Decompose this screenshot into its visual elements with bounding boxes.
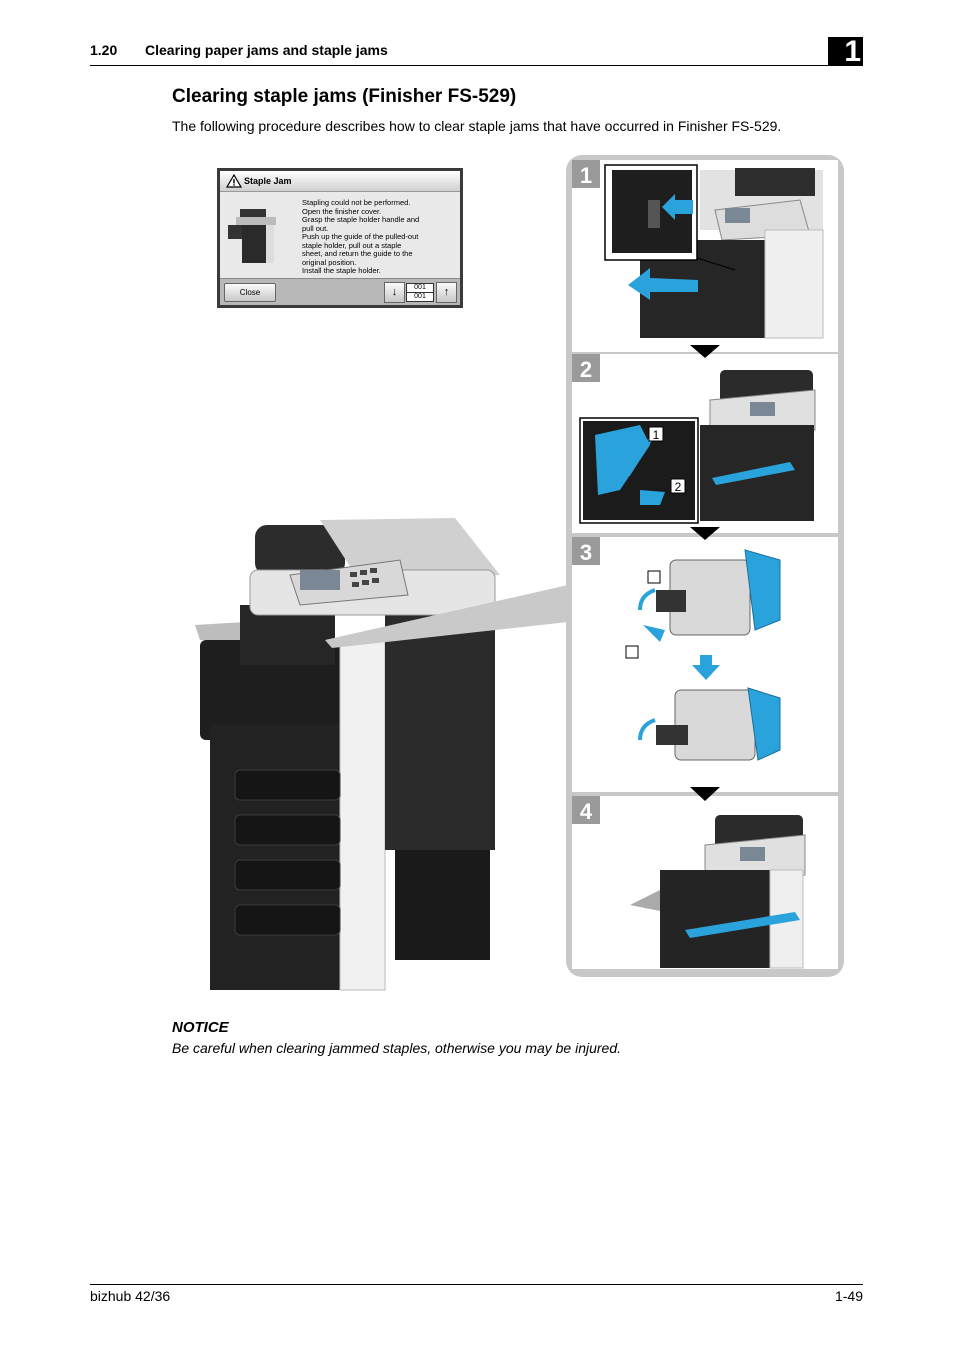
step-1-number: 1: [580, 163, 592, 188]
step-badges: 1 2 3 4: [572, 160, 600, 824]
step-arrows: [690, 345, 720, 801]
notice-text: Be careful when clearing jammed staples,…: [172, 1040, 622, 1056]
message-line: Stapling could not be performed.: [302, 198, 411, 207]
down-arrow-icon[interactable]: ↓: [384, 282, 405, 303]
printer-thumbnail-icon: [226, 203, 286, 270]
intro-paragraph: The following procedure describes how to…: [172, 118, 782, 134]
screen-title-bar: Staple Jam: [220, 171, 460, 192]
up-arrow-icon[interactable]: ↑: [436, 282, 457, 303]
message-line: sheet, and return the guide to the: [302, 249, 413, 258]
page-counter: 001 001: [406, 283, 434, 302]
page-title: Clearing staple jams (Finisher FS-529): [172, 86, 517, 107]
zoom-callout: [325, 585, 568, 648]
step-3-illustration: [625, 549, 781, 761]
screen-message: Stapling could not be performed. Open th…: [302, 198, 460, 276]
step-4-number: 4: [580, 799, 593, 824]
header-rule: [90, 65, 863, 66]
step-4-illustration: [630, 815, 806, 969]
counter-current: 001: [414, 284, 426, 291]
footer-rule: [90, 1284, 863, 1285]
message-line: pull out.: [302, 223, 329, 233]
screen-bottom-bar: Close ↓ 001 001 ↑: [220, 278, 460, 305]
step-2-number: 2: [580, 357, 592, 382]
message-line: Install the staple holder.: [302, 266, 381, 275]
step-2-callout-2: 2: [675, 480, 682, 494]
chapter-tab: 1: [828, 37, 863, 67]
counter-total: 001: [407, 292, 433, 301]
footer-page-number: 1-49: [834, 1288, 863, 1304]
message-line: Open the finisher cover.: [302, 206, 382, 216]
step-2-illustration: 1 2: [579, 370, 816, 524]
message-line: Grasp the staple holder handle and: [302, 215, 420, 224]
message-line: Push up the guide of the pulled-out: [302, 232, 419, 241]
step-2-callout-1: 1: [653, 428, 660, 442]
screen-title: Staple Jam: [244, 176, 292, 186]
running-header: 1.20 Clearing paper jams and staple jams: [90, 42, 388, 58]
section-number: 1.20: [90, 42, 118, 58]
message-line: original position.: [302, 257, 357, 267]
section-title: Clearing paper jams and staple jams: [145, 42, 388, 58]
mfp-illustration: [195, 518, 500, 991]
message-line: staple holder, pull out a staple: [302, 240, 402, 250]
footer-product: bizhub 42/36: [90, 1288, 171, 1304]
step-3-number: 3: [580, 540, 592, 565]
step-1-illustration: [604, 164, 824, 339]
warning-icon: [225, 173, 243, 195]
close-button[interactable]: Close: [224, 283, 276, 302]
notice-label: NOTICE: [172, 1019, 229, 1036]
staple-jam-screen: Staple Jam Stapling could not be perform…: [217, 168, 463, 308]
